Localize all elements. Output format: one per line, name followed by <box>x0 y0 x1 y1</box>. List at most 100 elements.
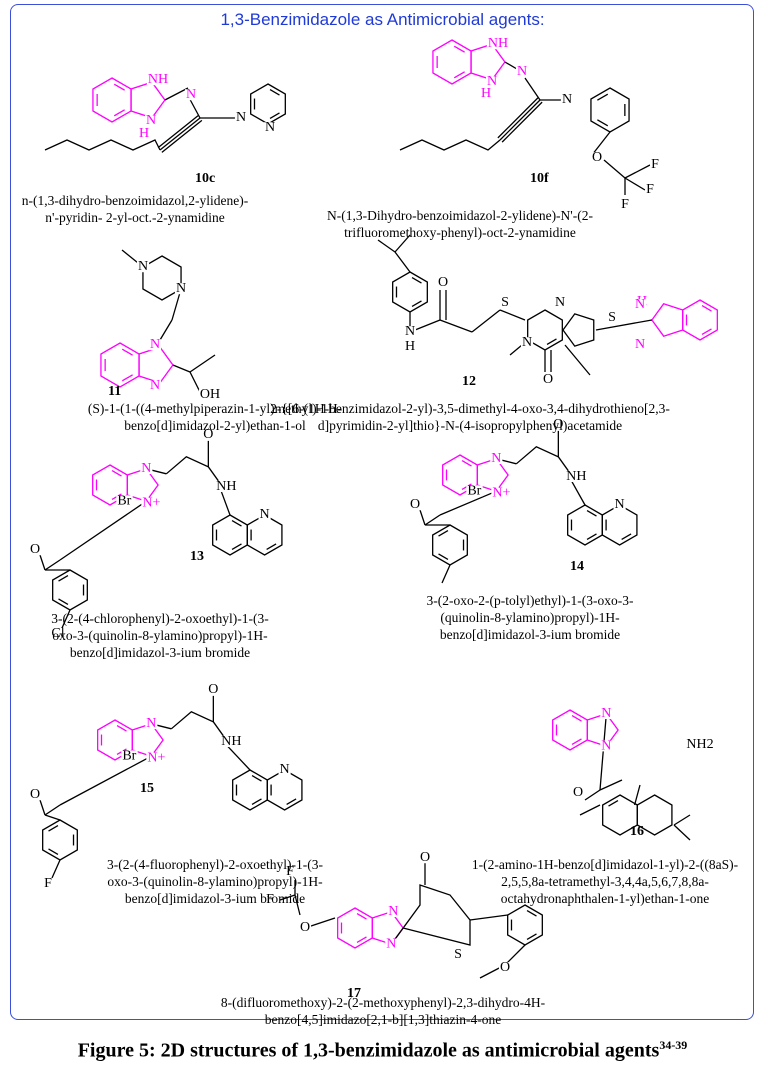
bond <box>595 319 653 331</box>
atom-label-bg <box>403 341 417 353</box>
atom-label: N+ <box>492 485 510 500</box>
bond <box>564 344 591 376</box>
atom-label: NH2 <box>686 737 713 752</box>
bond <box>453 71 465 79</box>
atom-label: N <box>280 762 290 777</box>
bond <box>624 177 646 191</box>
bond <box>624 164 651 179</box>
atom-label: O <box>30 542 40 557</box>
atom-label-bg <box>278 764 291 776</box>
compound-name-line: n-(1,3-dihydro-benzoimidazol,2-ylidene)- <box>21 193 249 208</box>
atom-label-bg <box>265 894 276 906</box>
bond <box>608 800 619 807</box>
atom-label-bg <box>50 628 66 640</box>
compound-number: 10c <box>195 171 216 186</box>
compound-number: 17 <box>347 986 361 1001</box>
compound-name-line: 8-(difluoromethoxy)-2-(2-methoxyphenyl)-… <box>220 995 546 1010</box>
atom-label: H <box>405 339 415 354</box>
bond <box>469 914 508 921</box>
atom-label-bg <box>184 89 198 101</box>
imidazole-ring <box>138 346 174 384</box>
caption-text: Figure 5: 2D structures of 1,3-benzimida… <box>77 1039 660 1062</box>
atom-label-bg <box>466 485 483 497</box>
benzene-ring <box>232 769 268 811</box>
atom-label: NH <box>148 72 168 87</box>
bond <box>424 514 441 526</box>
bond <box>251 775 262 782</box>
atom-label-bg <box>408 499 422 511</box>
compound-name: (S)-1-(1-((4-methylpiperazin-1-yl)methyl… <box>88 400 342 434</box>
atom-label-bg <box>479 88 493 100</box>
atom-label: NH <box>221 734 241 749</box>
atom-label: O <box>30 787 40 802</box>
bond <box>526 933 537 940</box>
compound-name-line: benzo[d]imidazol-3-ium bromide <box>69 645 251 660</box>
atom-label: Br <box>467 483 481 498</box>
compound-name: 3-(2-oxo-2-(p-tolyl)ethyl)-1-(3-oxo-3-(q… <box>427 592 634 643</box>
atom-label-bg <box>148 339 162 351</box>
atom-label-bg <box>137 128 151 140</box>
compound-number: 16 <box>630 824 644 839</box>
bond <box>439 319 473 333</box>
atom-label-bg <box>613 499 626 511</box>
atom-label-bg <box>263 122 277 134</box>
atom-label-bg <box>207 684 220 696</box>
atom-label: O <box>208 682 218 697</box>
bond <box>597 119 609 127</box>
compound-number: 11 <box>108 384 122 399</box>
atom-label: F <box>266 892 274 907</box>
bond <box>111 470 122 477</box>
imidazole-ring <box>651 303 684 337</box>
bond <box>48 825 59 832</box>
compound-name-line: benzo[d]imidazol-2-yl)ethan-1-ol <box>124 418 306 433</box>
atom-label: S <box>501 295 509 310</box>
compound-name-line: 3-(2-(4-chlorophenyl)-2-oxoethyl)-1-(3- <box>51 611 269 626</box>
atom-label: NH <box>566 469 586 484</box>
atom-label: S <box>608 310 616 325</box>
bond <box>569 478 586 506</box>
compound-name-line: N-(1,3-Dihydro-benzoimidazol-2-ylidene)-… <box>327 208 593 223</box>
atom-label-bg <box>140 463 153 475</box>
atom-label-bg <box>28 789 42 801</box>
atom-label-bg <box>198 389 222 401</box>
atom-label-bg <box>620 199 631 211</box>
atom-label: O <box>438 275 448 290</box>
compound-name-line: (quinolin-8-ylamino)propyl)-1H- <box>440 610 620 625</box>
compound-number: 13 <box>190 549 204 564</box>
bond <box>356 936 367 943</box>
bond <box>39 554 46 571</box>
atom-label-bg <box>491 487 512 499</box>
bond <box>164 87 189 101</box>
atom-label: N <box>405 324 415 339</box>
compound-name: n-(1,3-dihydro-benzoimidazol,2-ylidene)-… <box>22 192 248 226</box>
bond <box>526 910 537 917</box>
atom-label: Br <box>122 748 136 763</box>
compound-name-line: 1-(2-amino-1H-benzo[d]imidazol-1-yl)-2-(… <box>471 857 739 872</box>
caption-refs: 34-39 <box>659 1038 688 1052</box>
pyridine-ring <box>250 83 286 125</box>
bond <box>504 944 526 966</box>
bond <box>157 115 199 149</box>
bond-chain <box>44 139 161 151</box>
compound-name: 8-(difluoromethoxy)-2-(2-methoxyphenyl)-… <box>221 994 545 1028</box>
benzene-ring <box>636 794 673 836</box>
bond <box>172 364 191 373</box>
compound-name-line: d]pyrimidin-2-yl]thio}-N-(4-isopropylphe… <box>317 418 623 433</box>
atom-label: F <box>651 157 659 172</box>
bond <box>701 305 712 312</box>
atom-label: O <box>592 150 602 165</box>
bond <box>116 725 127 732</box>
atom-label: H <box>139 126 149 141</box>
compound-name-line: (S)-1-(1-((4-methylpiperazin-1-yl)methyl… <box>87 401 343 416</box>
bond <box>673 814 691 826</box>
atom-label: N <box>141 461 151 476</box>
atom-label: N <box>150 378 160 393</box>
bond <box>266 543 277 550</box>
atom-label: N <box>146 113 156 128</box>
atom-label-bg <box>285 866 296 878</box>
atom-label-bg <box>174 283 188 295</box>
atom-label-bg <box>144 115 158 127</box>
bond-chain <box>515 430 559 465</box>
atom-label: S <box>454 947 462 962</box>
bond <box>59 755 152 806</box>
